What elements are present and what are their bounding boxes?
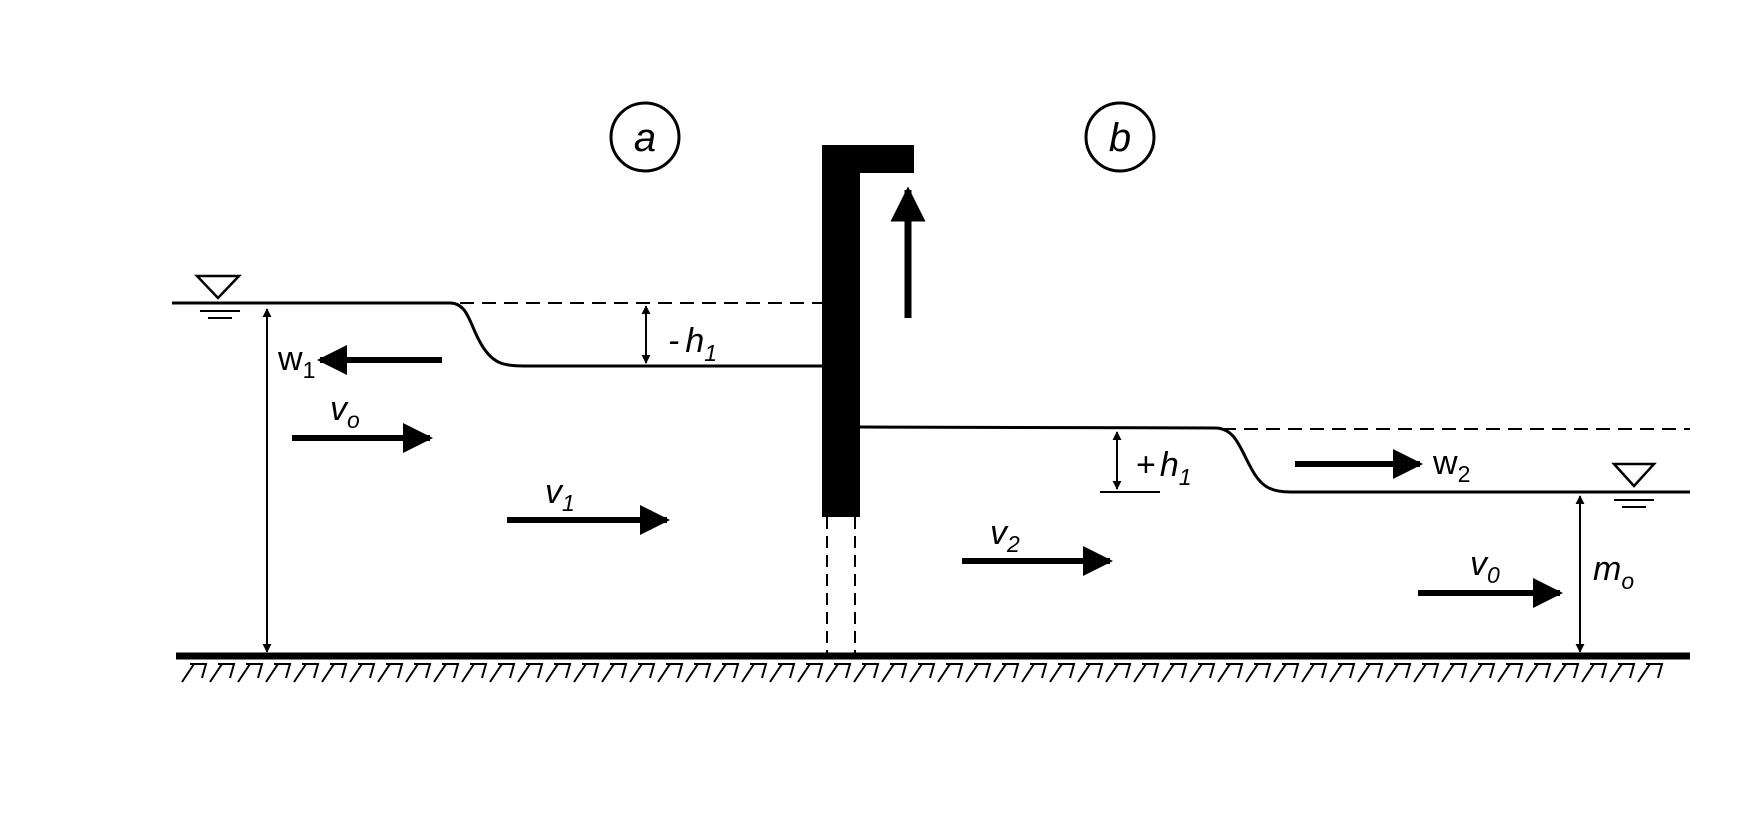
velocity-labels: w1 vo v1 v2 w2 v0	[277, 340, 1500, 588]
negative-surge-height-dimension: -h1	[634, 305, 717, 367]
channel-bed	[176, 652, 1690, 689]
w1-label: w1	[277, 340, 315, 383]
gate-top-bar	[822, 145, 914, 173]
plus-h1-label: +h1	[1136, 446, 1192, 490]
positive-surge-height-dimension: +h1	[1100, 431, 1192, 493]
sluice-gate	[822, 145, 926, 656]
section-label-a: a	[609, 101, 681, 173]
v0-right-label: v0	[1470, 545, 1500, 588]
upstream-surface-negative-surge	[172, 301, 822, 368]
downstream-depth-dimension: mo	[1575, 495, 1634, 653]
w2-label: w2	[1432, 444, 1470, 487]
velocity-arrows	[292, 345, 1563, 608]
gate-plate	[822, 145, 860, 517]
v0-left-label: vo	[330, 390, 360, 433]
section-label-b: b	[1084, 101, 1156, 173]
v2-label: v2	[990, 514, 1020, 557]
v1-label: v1	[545, 473, 575, 516]
m0-label: mo	[1593, 550, 1634, 594]
water-level-symbol-left	[172, 274, 268, 319]
water-level-symbol-right	[1588, 462, 1690, 508]
downstream-surface-positive-surge	[859, 425, 1690, 494]
section-a-text: a	[634, 116, 656, 160]
section-b-text: b	[1109, 116, 1131, 160]
minus-h1-label: -h1	[668, 322, 717, 366]
water-surfaces	[172, 301, 1690, 494]
soil-hatching	[180, 659, 1665, 689]
